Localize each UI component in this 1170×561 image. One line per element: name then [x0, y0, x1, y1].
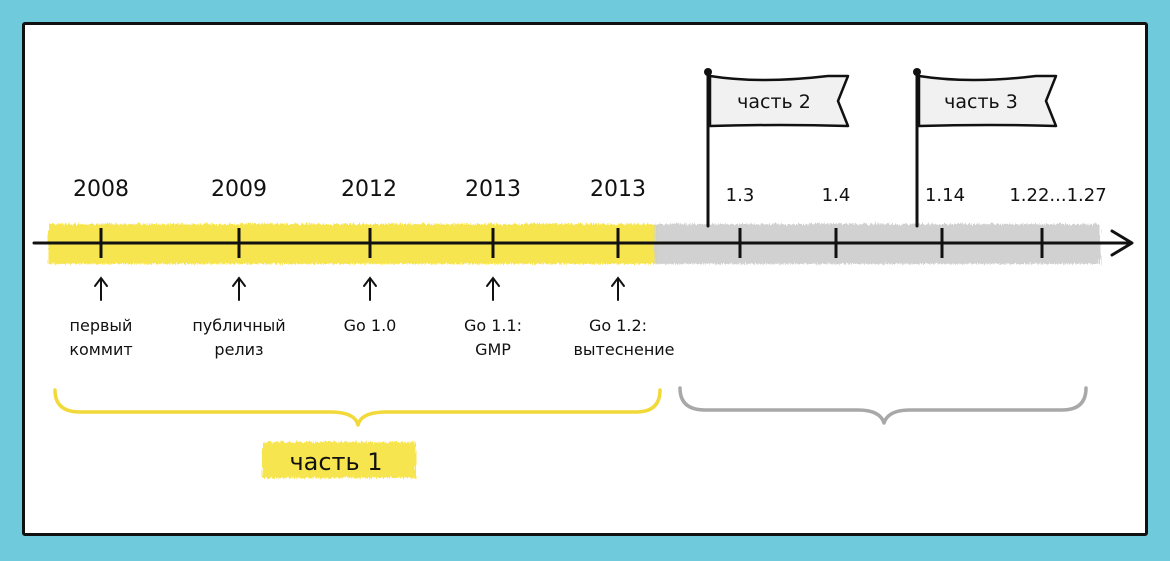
part1-label-highlight [262, 442, 416, 478]
flag-label: часть 2 [737, 91, 811, 113]
part1-brace [53, 388, 662, 427]
phase2-version-1-22-1-27: 1.22...1.27 [1009, 185, 1107, 258]
phase1-event-2009: 2009 публичный релиз [192, 177, 285, 359]
flag-pole-knob [913, 68, 921, 76]
event-caption: GMP [475, 340, 511, 359]
up-arrow-icon [363, 276, 377, 301]
part1-label: часть 1 [289, 448, 382, 476]
event-caption: вытеснение [573, 340, 674, 359]
event-caption: Go 1.2: [589, 316, 647, 335]
event-caption: первый [70, 316, 133, 335]
phase2-version-1-14: 1.14 [925, 185, 965, 258]
up-arrow-icon [486, 276, 500, 301]
phase1-event-2008: 2008 первый коммит [69, 177, 132, 359]
flag-icon [708, 74, 850, 128]
version-label: 1.3 [726, 185, 755, 206]
version-label: 1.14 [925, 185, 965, 206]
up-arrow-icon [611, 276, 625, 301]
up-arrow-icon [232, 276, 246, 301]
event-caption: релиз [214, 340, 263, 359]
up-arrow-icon [94, 276, 108, 301]
event-year: 2012 [341, 177, 397, 202]
version-label: 1.4 [822, 185, 851, 206]
flag-part-2: часть 2 [704, 68, 850, 228]
event-year: 2013 [465, 177, 521, 202]
event-caption: коммит [69, 340, 132, 359]
event-caption: публичный [192, 316, 285, 335]
part2-3-brace [678, 386, 1088, 425]
phase1-event-2013-gmp: 2013 Go 1.1: GMP [464, 177, 522, 359]
event-caption: Go 1.0 [344, 316, 397, 335]
event-year: 2009 [211, 177, 267, 202]
phase1-event-2013-preemption: 2013 Go 1.2: вытеснение [573, 177, 674, 359]
event-year: 2013 [590, 177, 646, 202]
phase1-event-2012: 2012 Go 1.0 [341, 177, 397, 335]
flag-part-3: часть 3 [913, 68, 1058, 228]
flag-icon [917, 74, 1058, 128]
flag-label: часть 3 [944, 91, 1018, 113]
phase2-version-1-4: 1.4 [822, 185, 851, 258]
phase2-version-1-3: 1.3 [726, 185, 755, 258]
timeline-arrowhead [1110, 229, 1134, 257]
event-year: 2008 [73, 177, 129, 202]
version-label: 1.22...1.27 [1009, 185, 1106, 206]
event-caption: Go 1.1: [464, 316, 522, 335]
flag-pole-knob [704, 68, 712, 76]
